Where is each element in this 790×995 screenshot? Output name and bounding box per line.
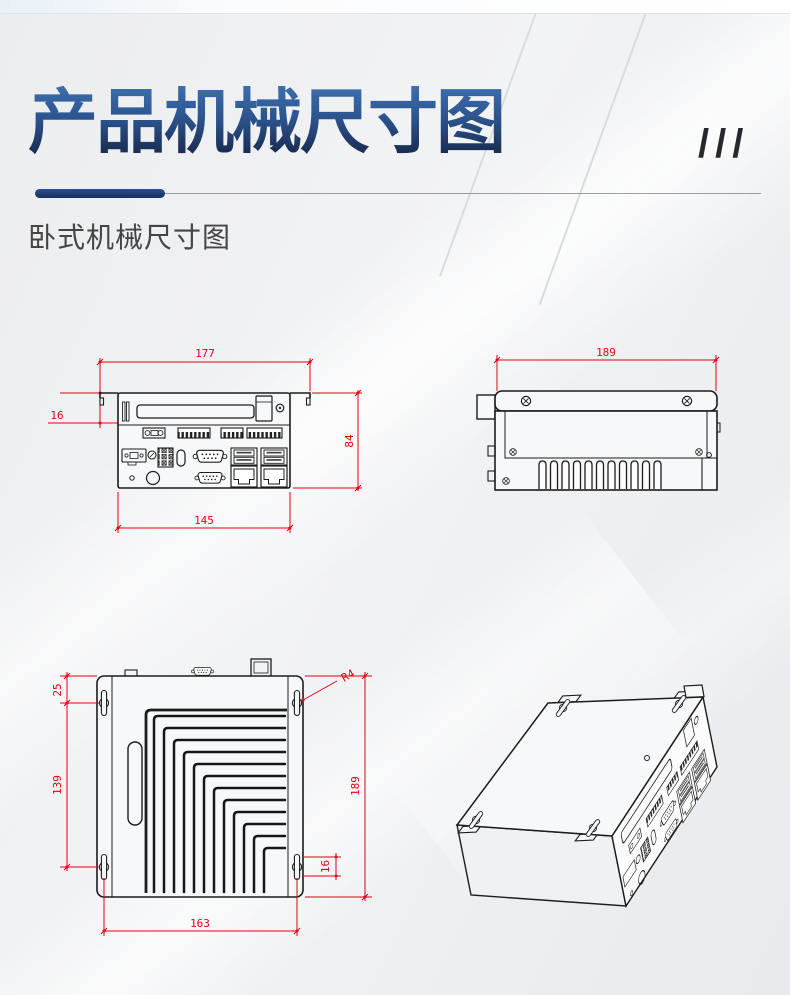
dim-top-hole-offset-bottom: 16 (319, 860, 332, 873)
dim-top-hole-pitch-left: 139 (51, 775, 64, 795)
dim-top-depth-overall: 189 (349, 776, 362, 796)
divider-accent-pill (35, 189, 165, 198)
top-view-drawing: R4 25 139 189 16 163 (51, 658, 372, 936)
dim-front-mount-offset: 16 (50, 409, 63, 422)
dim-front-width-overall: 177 (195, 347, 215, 360)
front-view-drawing: 177 16 84 145 (48, 347, 362, 533)
side-device-outline (476, 390, 721, 491)
section-subtitle: 卧式机械尺寸图 (28, 222, 232, 253)
dim-front-height: 84 (343, 434, 356, 448)
top-dimensions: R4 25 139 189 16 163 (51, 667, 372, 936)
top-strip (0, 0, 790, 14)
iso-view-drawing (455, 684, 718, 908)
front-device-outline (99, 392, 311, 489)
dim-side-depth-overall: 189 (596, 346, 616, 359)
dim-top-hole-offset-top: 25 (51, 683, 64, 696)
side-cooling-fins (538, 460, 662, 489)
bg-hairline (538, 0, 657, 305)
iso-front-panel (620, 715, 712, 897)
page-title: 产品机械尺寸图 (28, 80, 506, 164)
top-device-outline (96, 658, 304, 898)
slashes-decoration: /// (698, 122, 750, 166)
iso-device (455, 684, 718, 908)
top-heatsink-fins (152, 714, 287, 894)
side-dimensions: 189 (493, 346, 720, 391)
divider-line (35, 193, 761, 194)
dim-top-hole-pitch-bottom: 163 (190, 917, 210, 930)
side-view-drawing: 189 (476, 346, 721, 491)
dim-front-width-body: 145 (194, 514, 214, 527)
